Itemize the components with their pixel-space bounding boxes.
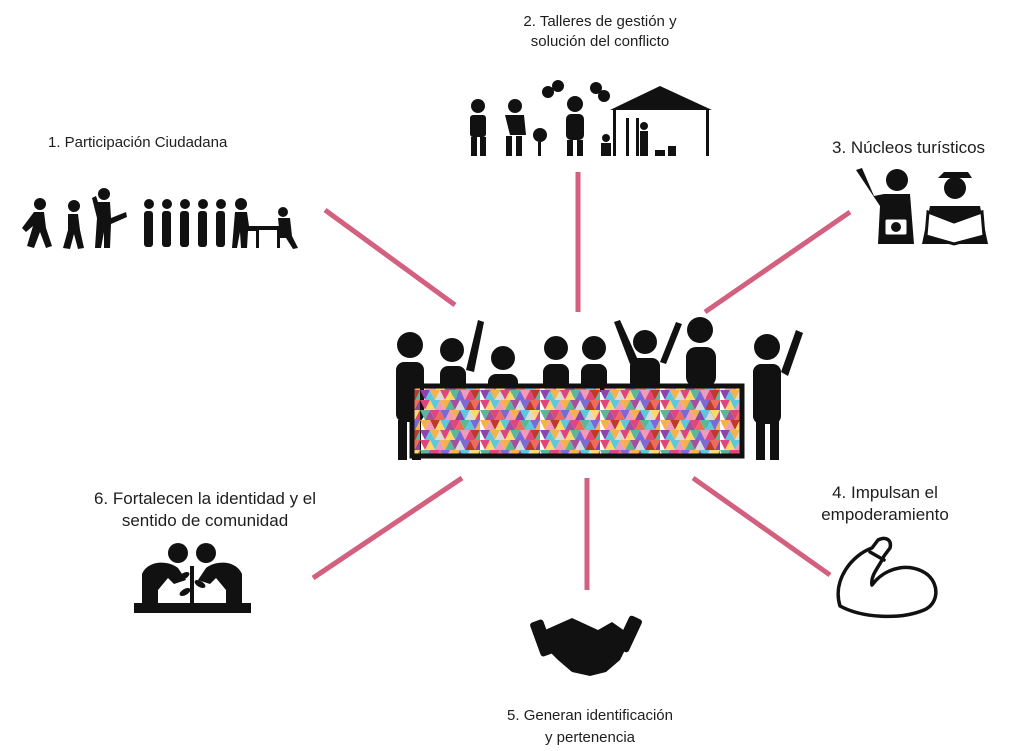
- connector-1: [323, 207, 457, 308]
- connector-lines: [311, 172, 852, 590]
- connector-3: [703, 209, 852, 315]
- label-impulsan-line1: 4. Impulsan el: [832, 483, 938, 502]
- connector-4: [691, 475, 832, 578]
- label-impulsan-line2: empoderamiento: [821, 505, 949, 524]
- label-generan-line2: y pertenencia: [544, 729, 636, 746]
- label-generan-line1: 5. Generan identificación: [507, 707, 673, 724]
- label-talleres-line2: solución del conflicto: [530, 33, 670, 50]
- label-nucleos: 3. Núcleos turísticos: [832, 138, 986, 157]
- crowd-icon: [396, 317, 803, 460]
- label-talleres-line1: 2. Talleres de gestión y: [523, 13, 677, 30]
- connector-6: [311, 475, 464, 581]
- tourist-icon: [856, 168, 988, 246]
- label-generan: 5. Generan identificación y pertenencia: [480, 705, 700, 749]
- flexed-arm-icon: [836, 536, 938, 619]
- label-talleres: 2. Talleres de gestión y solución del co…: [500, 12, 700, 52]
- handshake-icon: [530, 615, 642, 676]
- people-planting-icon: [134, 543, 251, 613]
- label-fortalecen-line2: sentido de comunidad: [121, 511, 289, 530]
- label-fortalecen: 6. Fortalecen la identidad y el sentido …: [60, 488, 350, 532]
- event-tent-icon: [470, 80, 712, 156]
- label-participacion: 1. Participación Ciudadana: [48, 134, 228, 151]
- label-impulsan: 4. Impulsan el empoderamiento: [795, 482, 975, 526]
- walking-queue-icon: [22, 188, 298, 249]
- label-fortalecen-line1: 6. Fortalecen la identidad y el: [93, 489, 317, 508]
